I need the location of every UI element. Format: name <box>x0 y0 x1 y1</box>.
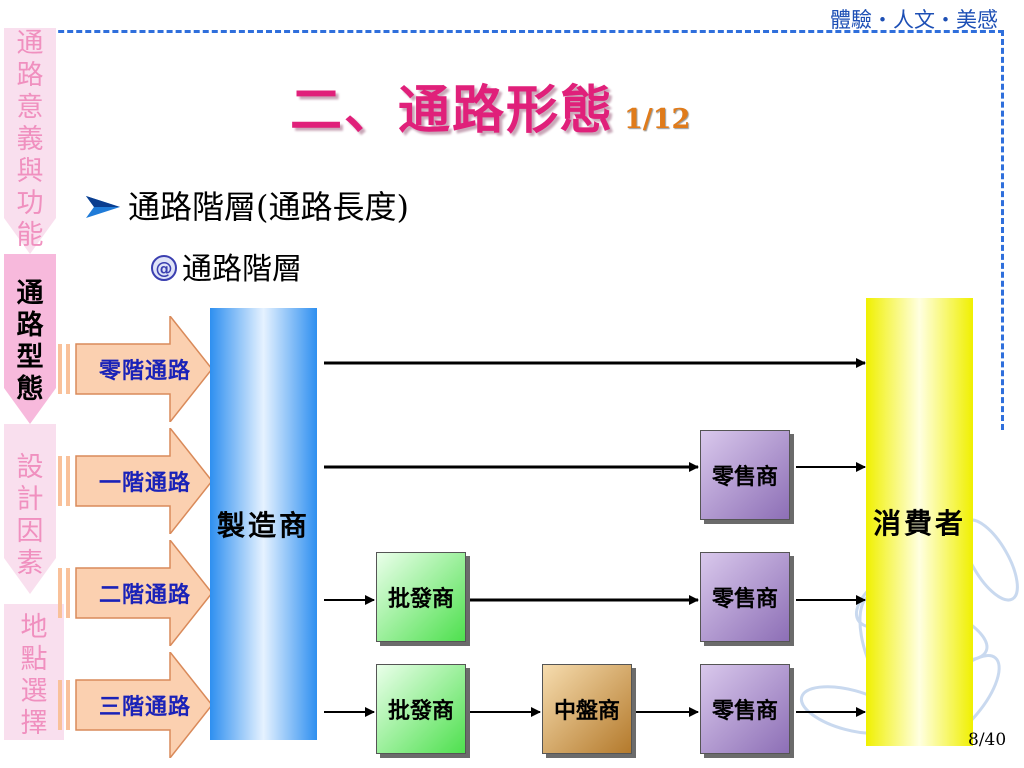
sidebar-tab-shape <box>4 604 64 740</box>
chevron-arrow-shape <box>58 652 213 758</box>
title-page-fraction: 1/12 <box>624 104 691 135</box>
arrow-bullet-icon <box>86 196 120 218</box>
chevron-level-2: 二階通路 <box>58 540 216 646</box>
node-retailer-level3: 零售商 <box>700 664 790 754</box>
slide-title: 二、通路形態 1/12 <box>290 68 690 143</box>
chevron-label: 零階通路 <box>98 358 191 384</box>
bullet-level2-text: 通路階層 <box>182 252 302 287</box>
sidebar-tab-location-selection[interactable]: 地點選擇 <box>4 604 64 740</box>
header-tagline: 體驗・人文・美感 <box>830 8 998 32</box>
bullet-level1-text: 通路階層(通路長度) <box>128 188 409 226</box>
node-label: 零售商 <box>711 698 778 724</box>
page-number: 8/40 <box>968 730 1007 750</box>
chevron-label: 三階通路 <box>98 694 191 720</box>
chevron-level-0: 零階通路 <box>58 316 216 422</box>
sidebar-tab-label: 設計因素 <box>16 452 44 579</box>
producer-bar: 製造商 <box>210 308 317 740</box>
bullet-level1: 通路階層(通路長度) <box>84 182 409 228</box>
producer-label: 製造商 <box>216 509 310 542</box>
frame-right-border <box>1001 30 1004 430</box>
node-label: 零售商 <box>711 464 778 490</box>
node-label: 零售商 <box>711 586 778 612</box>
sidebar-tab-label: 通路意義與功能 <box>16 28 44 251</box>
node-label: 中盤商 <box>553 698 620 724</box>
sidebar-tab-shape <box>4 28 56 254</box>
node-wholesaler-level3: 批發商 <box>376 664 466 754</box>
node-wholesaler-level2: 批發商 <box>376 552 466 642</box>
chevron-label: 一階通路 <box>98 470 191 496</box>
sidebar-tab-channel-meaning[interactable]: 通路意義與功能 <box>4 28 56 254</box>
chevron-level-1: 一階通路 <box>58 428 216 534</box>
chevron-label: 二階通路 <box>98 582 191 608</box>
node-retailer-level1: 零售商 <box>700 430 790 520</box>
node-retailer-level2: 零售商 <box>700 552 790 642</box>
node-label: 批發商 <box>387 698 454 724</box>
consumer-label: 消費者 <box>872 507 966 540</box>
at-sign-bullet-icon: @ <box>151 255 177 281</box>
sidebar-tab-label: 通路型態 <box>16 278 44 405</box>
sidebar-tab-shape <box>4 424 56 594</box>
sidebar-tab-channel-types[interactable]: 通路型態 <box>4 254 56 424</box>
chevron-arrow-shape <box>58 428 213 534</box>
chevron-arrow-shape <box>58 316 213 422</box>
node-jobber-level3: 中盤商 <box>542 664 632 754</box>
sidebar-tab-shape <box>4 254 56 424</box>
chevron-level-3: 三階通路 <box>58 652 216 758</box>
consumer-bar: 消費者 <box>866 298 973 746</box>
title-text: 二、通路形態 <box>290 80 615 141</box>
frame-top-border <box>22 30 1004 33</box>
sidebar-tab-label: 地點選擇 <box>20 612 48 739</box>
svg-text:@: @ <box>156 259 173 279</box>
node-label: 批發商 <box>387 586 454 612</box>
sidebar-tab-design-factors[interactable]: 設計因素 <box>4 424 56 594</box>
chevron-arrow-shape <box>58 540 213 646</box>
bullet-level2: @ 通路階層 <box>150 244 302 288</box>
